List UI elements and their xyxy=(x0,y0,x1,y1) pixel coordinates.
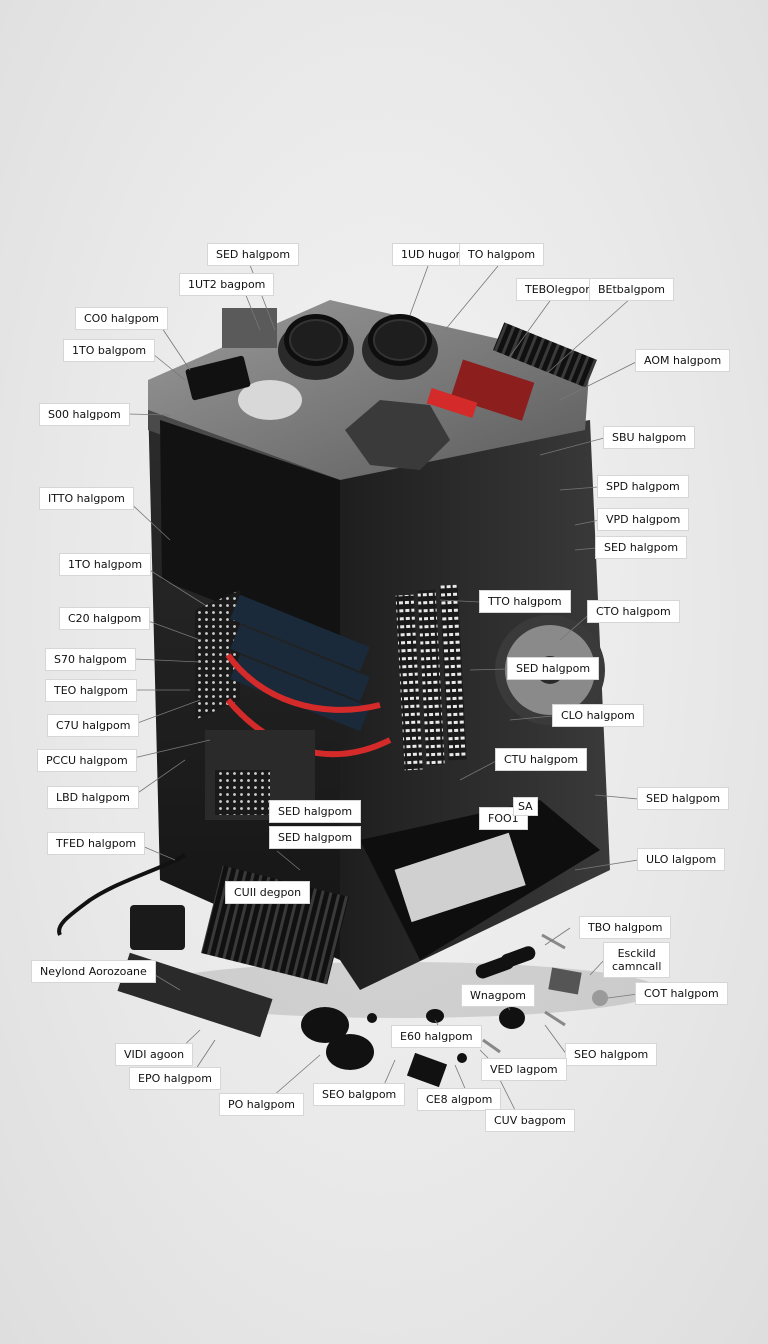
callout-label: 1TO balgpom xyxy=(64,340,155,361)
callout-label: VIDI agoon xyxy=(116,1044,193,1065)
callout-label: C20 halgpom xyxy=(60,608,150,629)
callout-label: 1UT2 bagpom xyxy=(180,274,274,295)
callout-label: VED lagpom xyxy=(482,1059,566,1080)
callout-label: COT halgpom xyxy=(636,983,727,1004)
callout-label: CTU halgpom xyxy=(496,749,587,770)
loose-cylinder-1 xyxy=(301,1007,349,1043)
interior-mesh-panel xyxy=(195,590,240,720)
callout-label: PO halgpom xyxy=(220,1094,303,1115)
loose-screw-3 xyxy=(482,1038,501,1054)
callout-label: BEtbalgpom xyxy=(590,279,673,300)
callout-label: AOM halgpom xyxy=(636,350,730,371)
top-left-box xyxy=(222,308,277,348)
callout-label: S70 halgpom xyxy=(46,649,135,670)
loose-pin-2 xyxy=(367,1013,377,1023)
top-black-module xyxy=(185,355,251,401)
callout-label: SED halgpom xyxy=(508,658,599,679)
callout-label: LBD halgpom xyxy=(48,787,138,808)
top-right-heatsink xyxy=(493,322,597,388)
io-plate xyxy=(394,832,526,923)
red-cable-1 xyxy=(225,653,381,713)
callout-label: CLO halgpom xyxy=(553,705,643,726)
callout-label: SED halgpom xyxy=(270,801,361,822)
callout-label: TBO halgpom xyxy=(580,917,671,938)
callout-label: CO0 halgpom xyxy=(76,308,168,329)
callout-label: CUV bagpom xyxy=(486,1110,574,1131)
callout-label: VPD halgpom xyxy=(598,509,689,530)
callout-label: SPD halgpom xyxy=(598,476,688,497)
psu-grille xyxy=(215,770,270,815)
loose-cylinder-2 xyxy=(326,1034,374,1070)
ram-stick-1 xyxy=(395,594,423,771)
top-fan-right xyxy=(362,314,438,380)
callout-label: C7U halgpom xyxy=(48,715,139,736)
callout-label: TTO halgpom xyxy=(480,591,570,612)
callout-label: CE8 algpom xyxy=(418,1089,501,1110)
top-hex-block xyxy=(345,400,450,470)
callout-label: 1TO halgpom xyxy=(60,554,151,575)
callout-label: Esckild camncall xyxy=(604,943,670,977)
callout-label: Neylond Aorozoane xyxy=(32,961,155,982)
top-round-cap xyxy=(238,380,302,420)
ram-stick-2 xyxy=(417,589,445,766)
callout-label: E60 halgpom xyxy=(392,1026,481,1047)
ram-stick-3 xyxy=(439,584,467,761)
callout-label: PCCU halgpom xyxy=(38,750,136,771)
callout-label: ULO lalgpom xyxy=(638,849,725,870)
power-cable xyxy=(57,853,187,936)
loose-cap-1 xyxy=(426,1009,444,1023)
callout-label: SBU halgpom xyxy=(604,427,695,448)
callout-label: SED halgpom xyxy=(208,244,299,265)
callout-label: CUII degpon xyxy=(226,882,310,903)
loose-screw-2 xyxy=(544,1010,566,1027)
callout-label: 1UD hugom xyxy=(393,244,475,265)
loose-small-box xyxy=(130,905,185,950)
front-dark-panel xyxy=(160,420,340,650)
loose-cap-2 xyxy=(499,1007,525,1029)
loose-screw-1 xyxy=(541,933,566,950)
red-switch xyxy=(426,387,478,419)
callout-label: TEBOlegpom xyxy=(517,279,604,300)
callout-label: TEO halgpom xyxy=(46,680,137,701)
callout-label: TO halgpom xyxy=(460,244,544,265)
callout-label: SED halgpom xyxy=(596,537,687,558)
callout-label: SEO balgpom xyxy=(314,1084,405,1105)
loose-module-board xyxy=(117,952,273,1038)
callout-label: SEO halgpom xyxy=(566,1044,657,1065)
callout-label: ITTO halgpom xyxy=(40,488,133,509)
loose-chip xyxy=(548,967,582,995)
callout-label: S00 halgpom xyxy=(40,404,129,425)
loose-bar-2 xyxy=(500,946,536,968)
callout-label: SED halgpom xyxy=(638,788,729,809)
top-fan-left xyxy=(278,314,354,380)
red-board xyxy=(450,359,535,421)
callout-label: EPO halgpom xyxy=(130,1068,220,1089)
loose-pad xyxy=(406,1052,448,1088)
loose-nut xyxy=(592,990,608,1006)
loose-pin xyxy=(457,1053,467,1063)
callout-label: Wnagpom xyxy=(462,985,534,1006)
callout-label: CTO halgpom xyxy=(588,601,679,622)
callout-label: TFED halgpom xyxy=(48,833,145,854)
callout-label: SA xyxy=(514,798,537,815)
callout-label: SED halgpom xyxy=(270,827,361,848)
